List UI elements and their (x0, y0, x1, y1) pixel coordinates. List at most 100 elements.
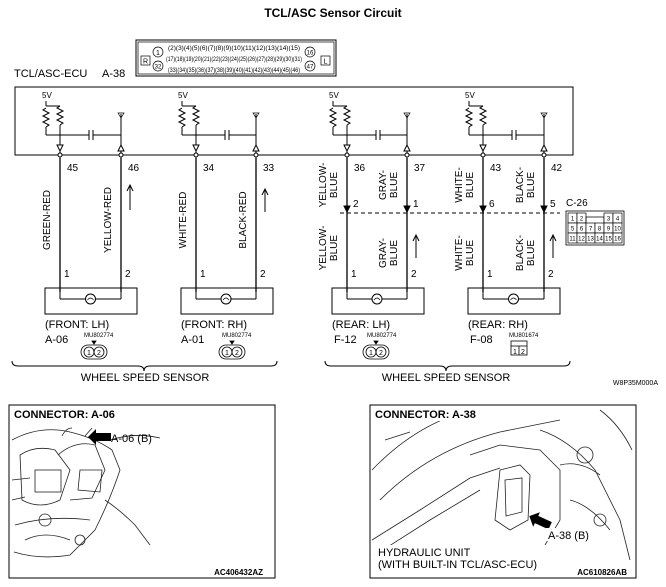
rear-wire-labels: YELLOW-BLUE GRAY-BLUE WHITE-BLUE BLACK-B… (318, 163, 537, 271)
sensor-coil-icon (85, 293, 96, 305)
sensor-pin: 1 (64, 269, 70, 280)
sensor-pin: 2 (260, 269, 266, 280)
c26-pin: 15 (605, 237, 612, 243)
c26-pin: 1 (571, 217, 575, 223)
c26-pin: 3 (607, 217, 611, 223)
pin-label-1: 1 (156, 50, 160, 57)
wire-label-green-red: GREEN-RED (42, 190, 53, 250)
arrow-icon (88, 429, 111, 445)
ecu-label: TCL/ASC-ECU (14, 68, 87, 80)
wire-label-black-upper: BLACK-BLUE (515, 167, 537, 203)
pin-label-16: 16 (307, 51, 314, 57)
sensor-connector-f12: F-12 (334, 334, 357, 346)
wire-label-yellow-upper: YELLOW-BLUE (318, 163, 340, 208)
sensor-coil-icon (220, 293, 232, 305)
plug-pin: 1 (225, 350, 229, 357)
brace-front (11, 360, 278, 372)
sensor-position-front-lh: (FRONT: LH) (45, 319, 109, 331)
c26-pin: 13 (587, 237, 594, 243)
part-number: MU802774 (84, 333, 114, 339)
c26-pin: 2 (580, 217, 584, 223)
panel-caption-a38-line1: HYDRAULIC UNIT (378, 547, 471, 559)
ecu-internal-circuit: 5V (178, 91, 260, 158)
wire-label-black-lower: BLACK-BLUE (515, 235, 537, 271)
sensor-pin: 2 (125, 269, 131, 280)
sensor-coil-icon (508, 293, 519, 305)
wire-label-white-red: WHITE-RED (178, 192, 189, 249)
connector-mark-left: R (143, 59, 148, 66)
c26-pin: 14 (596, 237, 603, 243)
ecu-connector-diagram: R L 1 32 16 47 (2)(3)(4)(5)(6)(7)(8)(9)(… (135, 39, 337, 77)
ecu-pin-37: 37 (414, 163, 426, 174)
c26-pin: 16 (614, 237, 621, 243)
intermediate-pin-marks (343, 205, 548, 214)
part-number: MU802774 (222, 333, 252, 339)
plug-pin: 1 (513, 349, 517, 356)
c26-pin: 9 (607, 227, 611, 233)
sensor-pin: 1 (200, 269, 206, 280)
panel-title-a38: CONNECTOR: A-38 (375, 409, 476, 421)
ecu-pin-46: 46 (128, 163, 140, 174)
c26-pin: 5 (571, 227, 575, 233)
group-label-rear: WHEEL SPEED SENSOR (382, 372, 511, 384)
pin-label-47: 47 (307, 65, 314, 71)
c26-pin: 6 (580, 227, 584, 233)
plug-pin: 2 (379, 350, 383, 357)
callout-a38: A-38 (B) (548, 530, 589, 542)
sensor-position-front-rh: (FRONT: RH) (181, 319, 247, 331)
wheel-speed-sensor (467, 287, 561, 315)
c26-pin: 11 (569, 237, 576, 243)
panel-title-a06: CONNECTOR: A-06 (14, 409, 115, 421)
wire-label-yellow-lower: YELLOW-BLUE (318, 226, 340, 271)
voltage-label: 5V (329, 91, 339, 100)
ecu-pin-45: 45 (67, 163, 79, 174)
ecu-pin-33: 33 (263, 163, 275, 174)
panel-caption-a38-line2: (WITH BUILT-IN TCL/ASC-ECU) (378, 559, 537, 571)
panel-connector-a06: CONNECTOR: A-06 A-06 (B) AC406432AZ (8, 404, 276, 579)
wire-label-black-red: BLACK-RED (238, 191, 249, 248)
sensor-connector-a06: A-06 (45, 334, 68, 346)
wire-label-white-upper: WHITE-BLUE (454, 167, 476, 203)
group-label-front: WHEEL SPEED SENSOR (81, 372, 210, 384)
inter-pin-5: 5 (550, 199, 556, 210)
pin-row-3: (33)(34)(35)(36)(37)(38)(39)(40)(41)(42)… (168, 68, 300, 74)
ecu-connector-id: A-38 (102, 68, 125, 80)
sensor-connector-a01: A-01 (181, 334, 204, 346)
plug-pin: 1 (369, 350, 373, 357)
pin-label-32: 32 (155, 65, 162, 71)
brace-rear (324, 360, 571, 372)
callout-a06: A-06 (B) (111, 433, 152, 445)
panel-code-a38: AC610826AB (577, 568, 627, 577)
sensor-pin: 2 (411, 269, 417, 280)
pin-row-2: (17)(18)(19)(20)(21)(22)(23)(24)(25)(26)… (166, 57, 302, 63)
wheel-speed-sensor (331, 287, 425, 315)
inter-pin-6: 6 (489, 199, 495, 210)
ecu-box (14, 86, 574, 156)
wheel-speed-sensors (44, 287, 561, 315)
inter-pin-1: 1 (413, 199, 419, 210)
c26-cell (612, 232, 623, 244)
panel-code-a06: AC406432AZ (214, 568, 263, 577)
ecu-internal-circuit: 5V (329, 91, 411, 158)
sensor-pin: 1 (487, 269, 493, 280)
sensor-position-rear-lh: (REAR: LH) (332, 319, 390, 331)
c26-pin: 10 (614, 227, 621, 233)
sensor-pin: 1 (351, 269, 357, 280)
voltage-label: 5V (465, 91, 475, 100)
connector-mark-right: L (324, 59, 328, 66)
plug-pin: 2 (97, 350, 101, 357)
c26-pin: 8 (598, 227, 602, 233)
engine-bay-photo (11, 427, 161, 558)
part-number: MU802774 (367, 333, 397, 339)
wheel-speed-sensor (44, 287, 138, 315)
c26-pin: 4 (616, 217, 620, 223)
sensor-connector-f08: F-08 (470, 334, 493, 346)
plug-pin: 1 (87, 350, 91, 357)
wire-label-white-lower: WHITE-BLUE (454, 235, 476, 271)
